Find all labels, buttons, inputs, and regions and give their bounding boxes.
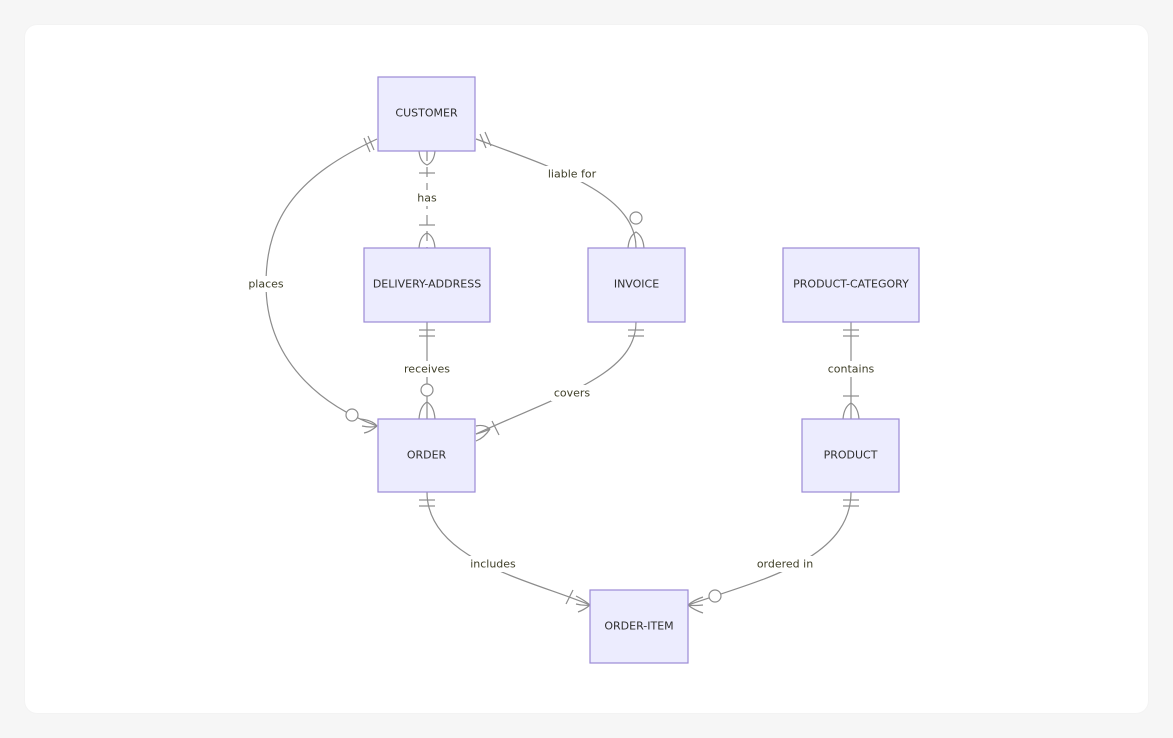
- marker-order-receives-many: [418, 401, 436, 420]
- marker-order-receives-zero: [420, 383, 434, 397]
- marker-product-contains-many: [842, 402, 860, 420]
- marker-order-covers-bar: [491, 420, 500, 436]
- edge-invoice-order: [475, 321, 637, 435]
- marker-orderitem-includes-many: [575, 595, 591, 613]
- rel-label-receives: receives: [404, 363, 450, 376]
- rel-label-has: has: [417, 192, 437, 205]
- marker-order-places-zero: [345, 408, 359, 422]
- marker-customer-has-many: [418, 150, 436, 166]
- marker-customer-liable-one: [479, 133, 487, 149]
- diagram-card: [25, 25, 1148, 713]
- marker-customer-places-one: [363, 137, 371, 153]
- entity-product-category[interactable]: PRODUCT-CATEGORY: [782, 247, 920, 323]
- entity-order-label: ORDER: [407, 449, 447, 462]
- entity-invoice-label: INVOICE: [614, 278, 659, 291]
- marker-orderitem-ordered-zero: [708, 589, 722, 603]
- rel-label-covers: covers: [554, 387, 591, 400]
- marker-orderitem-ordered-many: [687, 596, 704, 614]
- rel-label-includes: includes: [470, 558, 516, 571]
- marker-customer-liable-one-2: [484, 131, 492, 147]
- entity-delivery-address[interactable]: DELIVERY-ADDRESS: [363, 247, 491, 323]
- rel-label-places: places: [248, 278, 284, 291]
- entity-order[interactable]: ORDER: [377, 418, 476, 493]
- rel-label-ordered-in: ordered in: [757, 558, 813, 571]
- marker-order-places-many: [359, 418, 378, 434]
- rel-label-contains: contains: [828, 363, 875, 376]
- entity-customer[interactable]: CUSTOMER: [377, 76, 476, 152]
- marker-invoice-liable-zero: [629, 211, 643, 225]
- entity-order-item-label: ORDER-ITEM: [604, 620, 673, 633]
- marker-delivery-has-many: [418, 232, 436, 249]
- entity-delivery-address-label: DELIVERY-ADDRESS: [373, 278, 481, 291]
- entity-product-label: PRODUCT: [824, 449, 878, 462]
- rel-label-liable-for: liable for: [548, 168, 597, 181]
- marker-orderitem-includes-bar: [565, 589, 574, 605]
- entity-product[interactable]: PRODUCT: [801, 418, 900, 493]
- entity-customer-label: CUSTOMER: [395, 107, 458, 120]
- edge-order-orderitem: [426, 491, 591, 606]
- entity-product-category-label: PRODUCT-CATEGORY: [793, 278, 909, 291]
- entity-invoice[interactable]: INVOICE: [587, 247, 686, 323]
- edge-product-orderitem: [687, 491, 852, 606]
- entity-order-item[interactable]: ORDER-ITEM: [589, 589, 689, 664]
- marker-customer-places-one-2: [367, 135, 375, 151]
- marker-invoice-liable-many: [627, 231, 645, 249]
- edge-customer-invoice: [475, 138, 637, 249]
- marker-order-covers-many: [475, 424, 491, 442]
